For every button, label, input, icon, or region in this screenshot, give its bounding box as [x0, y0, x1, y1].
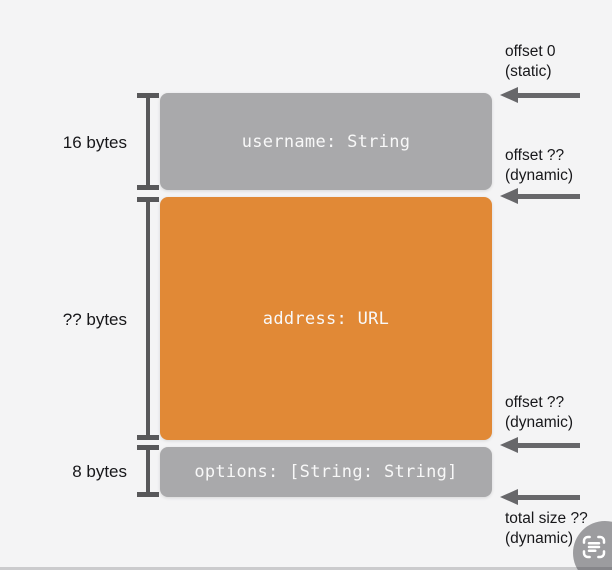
offset-arrow-icon — [500, 437, 580, 453]
offset-line1: offset 0 — [505, 43, 556, 60]
bracket-stem — [146, 447, 150, 495]
offset-arrow-icon — [500, 188, 580, 204]
arrow-head-icon — [500, 87, 518, 103]
arrow-head-icon — [500, 489, 518, 505]
offset-annotation-address: offset ?? (dynamic) — [505, 146, 573, 186]
offset-annotation-options: offset ?? (dynamic) — [505, 393, 573, 433]
bracket-cap-icon — [137, 185, 159, 190]
offset-annotation-total-size: total size ?? (dynamic) — [505, 509, 588, 549]
field-box-address: address: URL — [160, 197, 492, 440]
offset-arrow-icon — [500, 489, 580, 505]
arrow-shaft — [517, 193, 580, 199]
size-bracket-address — [137, 197, 159, 440]
offset-line1: offset ?? — [505, 394, 565, 411]
offset-line2: (static) — [505, 63, 552, 80]
offset-line2: (dynamic) — [505, 167, 574, 184]
field-box-options: options: [String: String] — [160, 447, 492, 497]
size-label-username: 16 bytes — [62, 133, 127, 152]
field-label-options: options: [String: String] — [194, 462, 458, 482]
field-label-username: username: String — [241, 131, 411, 152]
bracket-stem — [146, 95, 150, 188]
offset-arrow-icon — [500, 87, 580, 103]
offset-line2: (dynamic) — [505, 530, 574, 547]
arrow-shaft — [517, 442, 580, 448]
frame-bottom-edge — [0, 567, 612, 570]
bracket-stem — [146, 199, 150, 438]
arrow-head-icon — [500, 437, 518, 453]
arrow-shaft — [517, 494, 580, 500]
bracket-cap-icon — [137, 492, 159, 497]
arrow-head-icon — [500, 188, 518, 204]
size-label-address: ?? bytes — [62, 310, 127, 329]
offset-line1: offset ?? — [505, 147, 565, 164]
field-box-username: username: String — [160, 93, 492, 190]
size-bracket-username — [137, 93, 159, 190]
size-bracket-options — [137, 445, 159, 497]
field-label-address: address: URL — [262, 308, 390, 329]
bracket-cap-icon — [137, 435, 159, 440]
offset-annotation-start: offset 0 (static) — [505, 42, 556, 82]
size-label-options: 8 bytes — [72, 462, 127, 481]
live-text-icon — [582, 535, 606, 559]
offset-line2: (dynamic) — [505, 414, 574, 431]
offset-line1: total size ?? — [505, 510, 588, 527]
arrow-shaft — [517, 92, 580, 98]
